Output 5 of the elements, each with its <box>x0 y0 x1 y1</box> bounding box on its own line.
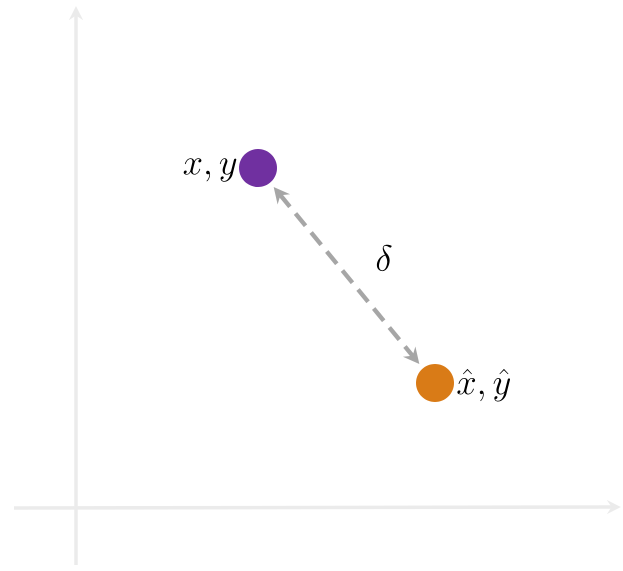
point-marker <box>239 149 277 187</box>
point-label: $x, y$ <box>184 158 236 182</box>
point-marker <box>416 364 454 402</box>
point-label: $\hat{x}, \hat{y}$ <box>457 368 510 402</box>
edge-label: $\delta$ <box>376 244 392 272</box>
